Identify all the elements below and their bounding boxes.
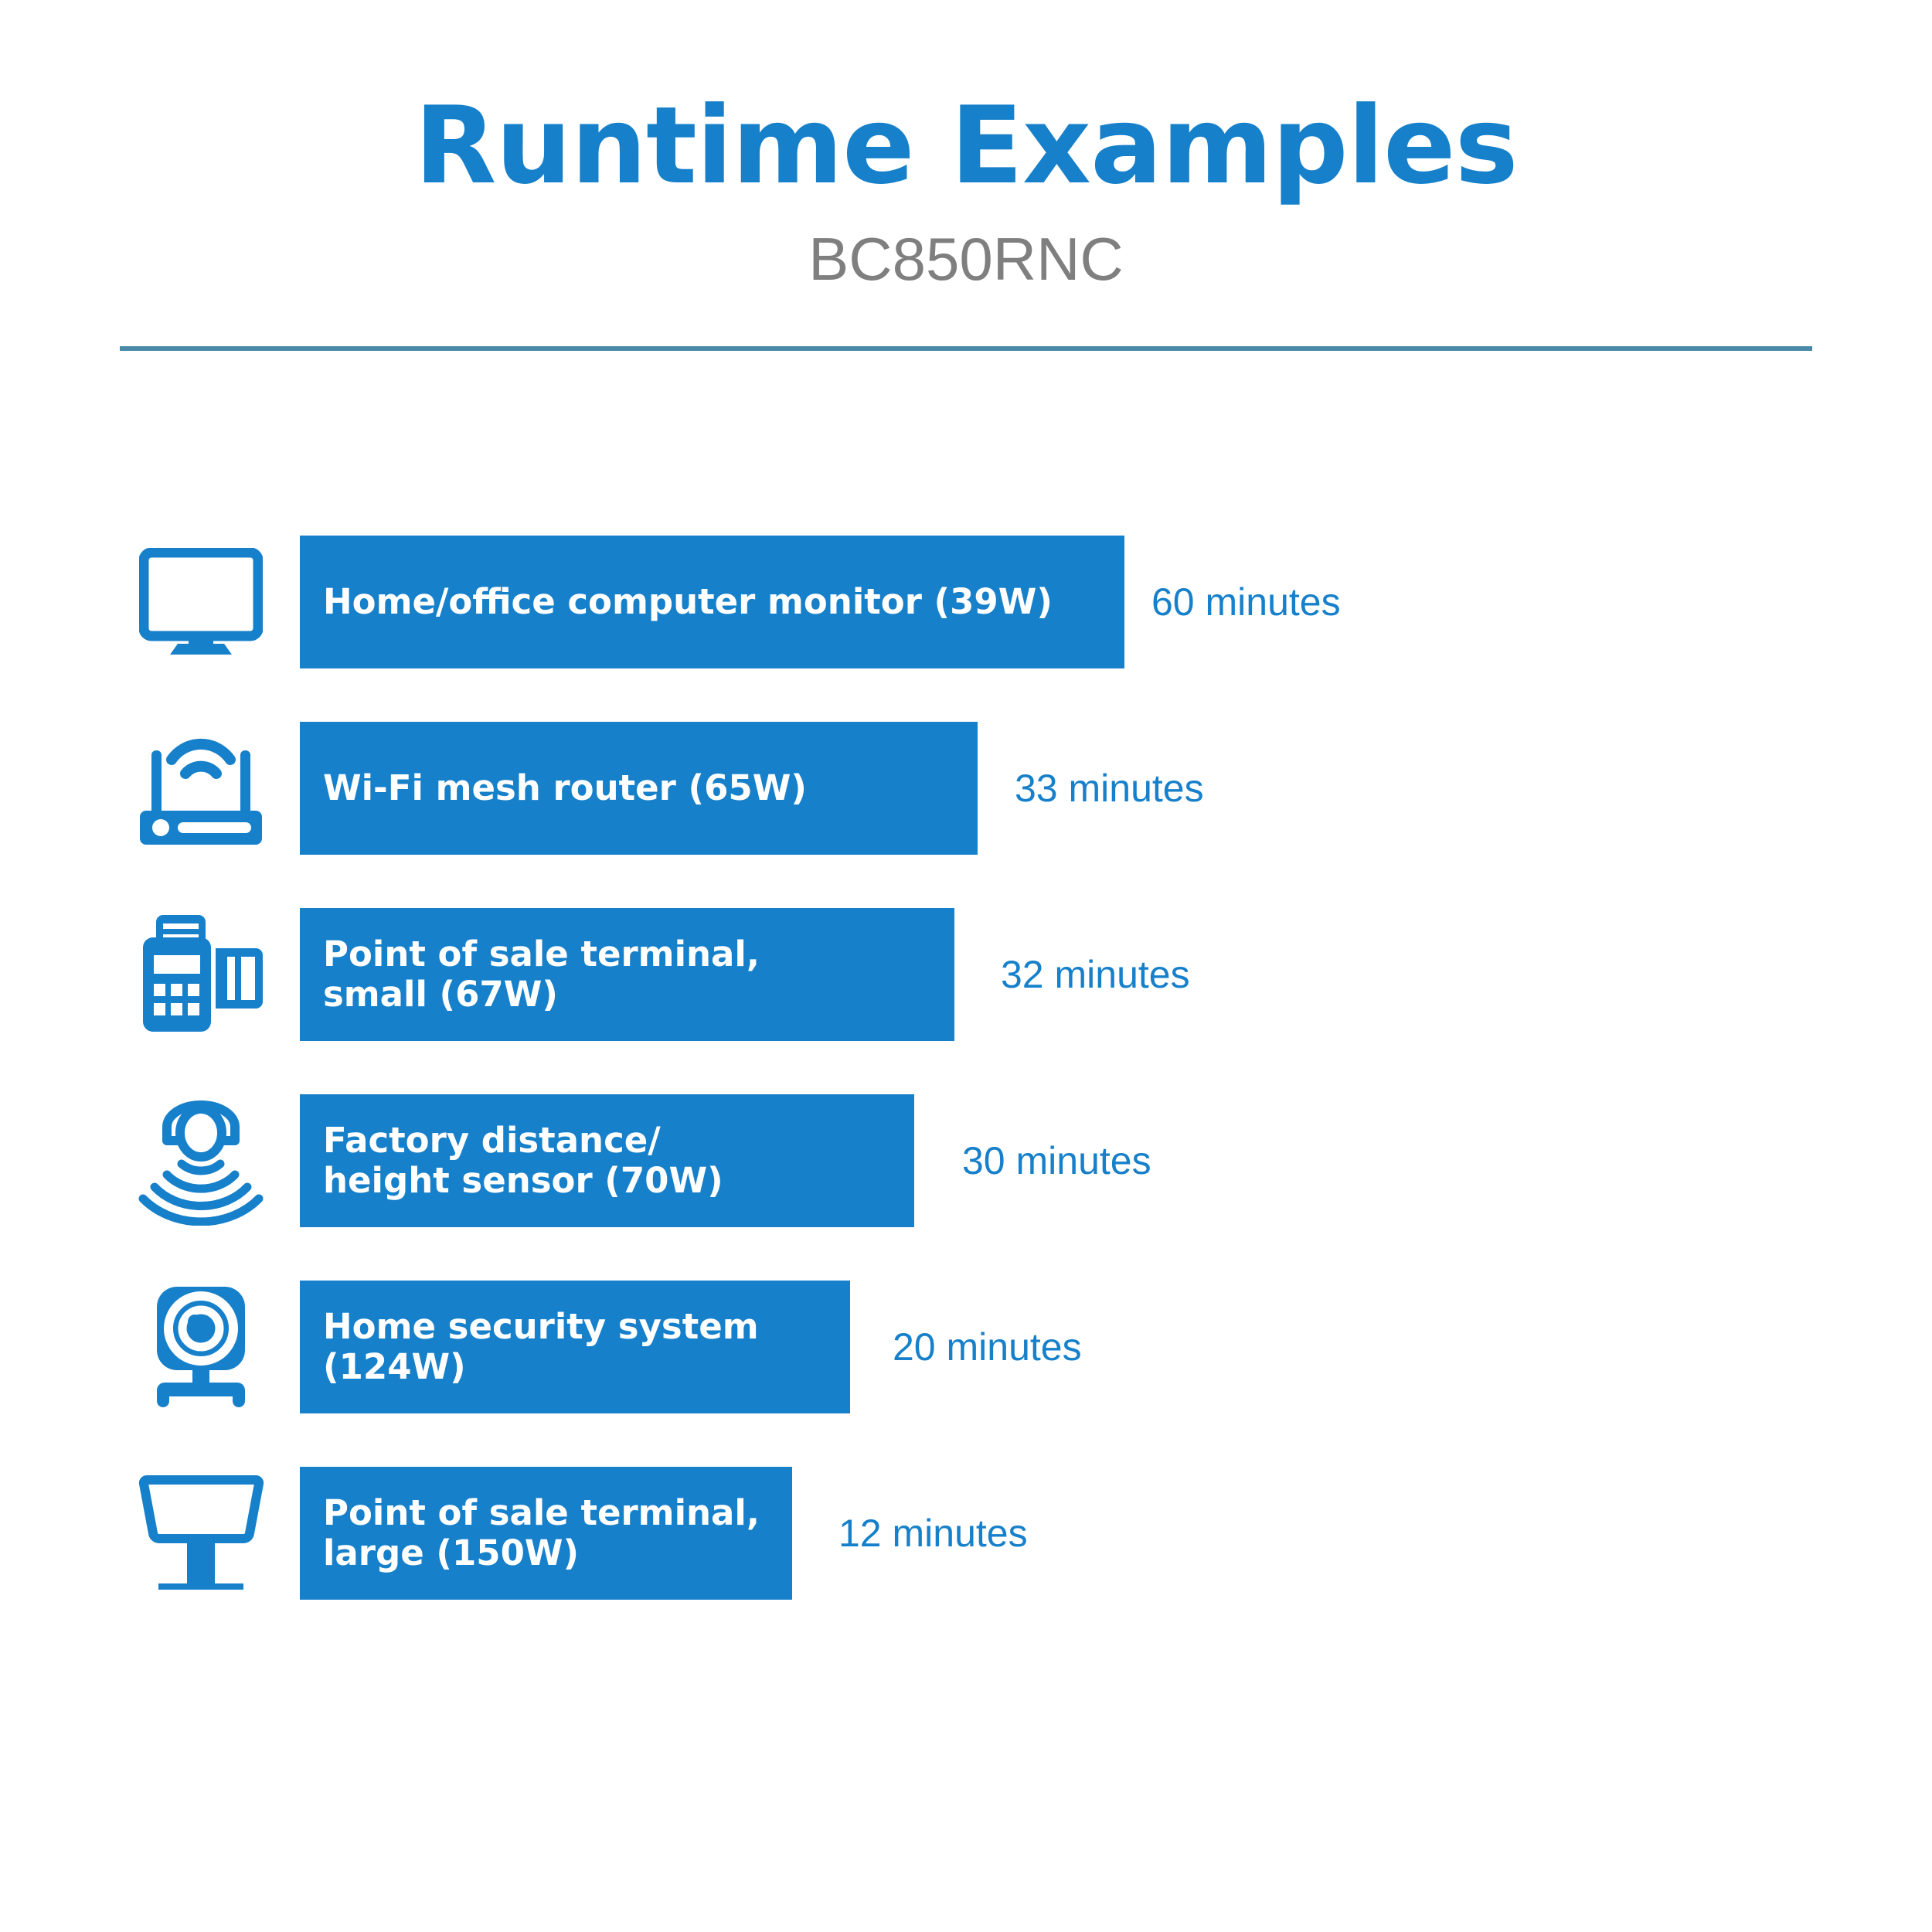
value-label: 60 minutes <box>1151 580 1341 624</box>
bar-monitor: Home/office computer monitor (39W) <box>300 536 1124 668</box>
page-subtitle: BC850RNC <box>808 225 1124 293</box>
value-label: 20 minutes <box>893 1325 1082 1369</box>
chart-row: Wi-Fi mesh router (65W) 33 minutes <box>0 722 1932 908</box>
bar-wifi-router: Wi-Fi mesh router (65W) <box>300 722 978 855</box>
runtime-bar-chart: Home/office computer monitor (39W) 60 mi… <box>0 536 1932 1653</box>
value-label: 32 minutes <box>1001 953 1190 996</box>
bar-label: Home/office computer monitor (39W) <box>323 580 1053 622</box>
bar-proximity-sensor: Factory distance/ height sensor (70W) <box>300 1094 914 1227</box>
header-divider <box>120 346 1812 351</box>
pos-terminal-small-icon <box>120 908 282 1041</box>
bar-label: Point of sale terminal, small (67W) <box>323 933 760 1015</box>
bar-security-system: Home security system (124W) <box>300 1281 850 1413</box>
chart-row: Point of sale terminal, small (67W) 32 m… <box>0 908 1932 1094</box>
value-label: 12 minutes <box>838 1512 1028 1555</box>
chart-row: Home/office computer monitor (39W) 60 mi… <box>0 536 1932 722</box>
wifi-router-icon <box>120 722 282 855</box>
bar-label: Home security system (124W) <box>323 1305 759 1387</box>
bar-pos-large: Point of sale terminal, large (150W) <box>300 1467 792 1600</box>
bar-label: Wi-Fi mesh router (65W) <box>323 767 807 808</box>
chart-row: Point of sale terminal, large (150W) 12 … <box>0 1467 1932 1653</box>
value-label: 30 minutes <box>962 1139 1151 1182</box>
page-title: Runtime Examples <box>414 83 1518 208</box>
value-label: 33 minutes <box>1015 767 1204 810</box>
security-camera-icon <box>120 1281 282 1413</box>
bar-pos-small: Point of sale terminal, small (67W) <box>300 908 954 1041</box>
bar-label: Point of sale terminal, large (150W) <box>323 1492 760 1573</box>
monitor-icon <box>120 536 282 668</box>
bar-label: Factory distance/ height sensor (70W) <box>323 1119 723 1201</box>
pos-kiosk-large-icon <box>120 1467 282 1600</box>
chart-row: Home security system (124W) 20 minutes <box>0 1281 1932 1467</box>
proximity-sensor-icon <box>120 1094 282 1227</box>
header: Runtime Examples BC850RNC <box>0 83 1932 293</box>
chart-row: Factory distance/ height sensor (70W) 30… <box>0 1094 1932 1281</box>
